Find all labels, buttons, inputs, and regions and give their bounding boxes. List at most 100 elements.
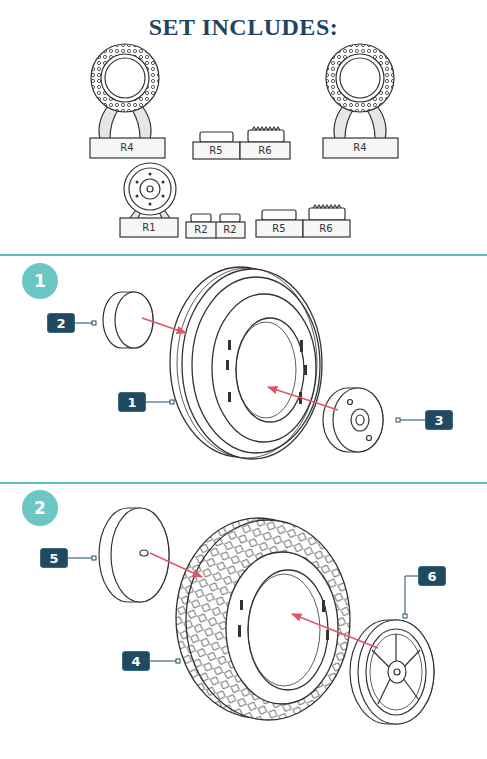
tire-part (226, 360, 229, 370)
tire-casting (140, 179, 160, 199)
tire-casting (162, 195, 165, 198)
divider-line (0, 254, 487, 256)
hub-casting (303, 220, 350, 237)
hub-casting (313, 205, 341, 208)
leader-line (400, 420, 425, 421)
part-label: R5 (209, 146, 222, 156)
tire-casting (90, 44, 165, 158)
hub-part (348, 400, 353, 405)
leader-line (92, 321, 96, 325)
assembly-arrow (150, 553, 378, 648)
tire-casting (129, 168, 171, 210)
hub-cap-part (140, 550, 148, 556)
hub-part (333, 388, 383, 452)
hub-casting (220, 214, 240, 222)
tire-part (228, 340, 231, 350)
hub-casting (256, 220, 303, 237)
wheel-part (372, 650, 389, 667)
tire-part (326, 630, 329, 640)
tire-casting (136, 181, 139, 184)
leader-line (403, 614, 407, 618)
callout-number-text: 2 (56, 317, 65, 330)
tire-casting (120, 163, 178, 237)
callout-number: 6 (418, 566, 446, 586)
part-label: R4 (353, 143, 366, 153)
tire-part (238, 625, 241, 637)
tire-casting (90, 138, 165, 158)
wheel-part (350, 620, 434, 724)
leader-line (170, 400, 174, 404)
leader-line (396, 418, 400, 422)
tire-part (182, 269, 322, 459)
leader-line (150, 661, 176, 662)
assembly-arrow (150, 553, 202, 577)
tire-part (322, 600, 325, 612)
tire-part (300, 340, 303, 352)
hub-part (367, 436, 372, 441)
tire-casting (326, 44, 394, 112)
step-number: 2 (22, 490, 58, 526)
tire-part (192, 277, 320, 453)
callout-number: 3 (425, 410, 453, 430)
tire-casting (323, 138, 398, 158)
hub-cap-part (103, 292, 153, 348)
leader-line (176, 659, 180, 663)
wheel-part (394, 669, 400, 675)
hub-casting (262, 210, 296, 220)
hub-casting (215, 222, 216, 238)
leader-line (92, 556, 96, 560)
hub-casting (200, 132, 233, 142)
hub-casting (309, 208, 345, 220)
divider-line (0, 482, 487, 484)
leader-line (75, 323, 92, 324)
hub-casting (191, 214, 211, 222)
assembly-arrow (268, 387, 338, 410)
part-label: R6 (319, 224, 332, 234)
assembly-arrow (142, 318, 338, 410)
hub-cap-part (111, 508, 169, 602)
part-label: R5 (272, 224, 285, 234)
part-label: R4 (120, 143, 133, 153)
tire-casting (149, 173, 152, 176)
wheel-part (366, 629, 426, 715)
hub-cap-part (99, 508, 169, 602)
tire-casting (120, 218, 178, 237)
tire-part (186, 520, 350, 720)
hub-part (323, 388, 383, 452)
hub-cap-part (99, 508, 169, 602)
tire-part (304, 365, 307, 375)
wheel-part (403, 650, 420, 668)
tire-part (228, 392, 231, 402)
tire-part (226, 340, 307, 404)
part-label: R2 (194, 225, 207, 235)
tire-casting (323, 44, 398, 158)
wheel-part (350, 620, 434, 724)
tire-part (238, 600, 329, 640)
tire-part (226, 552, 338, 704)
leader-line (146, 402, 170, 403)
callout-number: 1 (118, 392, 146, 412)
tire-part (212, 294, 316, 442)
callout-number-text: 4 (131, 655, 140, 668)
tire-casting (340, 58, 380, 98)
tire-casting (105, 58, 145, 98)
tire-casting (136, 173, 165, 206)
tire-casting (101, 54, 149, 102)
wheel-part (378, 679, 390, 704)
hub-cap-part (103, 292, 153, 348)
hub-casting (248, 130, 284, 142)
tire-casting (124, 163, 176, 215)
callout-number: 4 (122, 651, 150, 671)
part-label: R6 (258, 146, 271, 156)
hub-part (351, 409, 369, 431)
tire-casting (336, 54, 384, 102)
part-label: R1 (142, 223, 155, 233)
wheel-part (370, 634, 422, 710)
callout-number: 2 (47, 313, 75, 333)
tire-part (236, 322, 296, 418)
tire-casting (162, 181, 165, 184)
hub-casting (252, 127, 280, 130)
wheel-part (358, 620, 434, 724)
